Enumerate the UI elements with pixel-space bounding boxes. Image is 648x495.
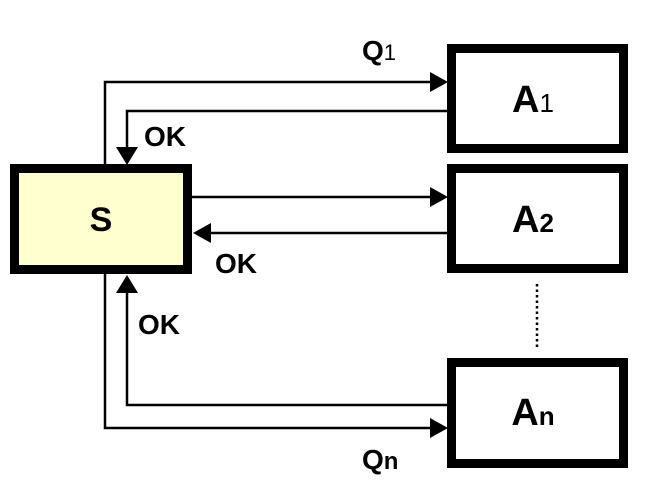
node-an: An <box>447 358 628 468</box>
edge-label-q1: Q1 <box>362 35 396 66</box>
node-a1-label: A1 <box>512 79 554 121</box>
node-a2: A2 <box>447 164 628 273</box>
edge-label-ok-a2: OK <box>215 248 257 279</box>
node-an-label: An <box>511 392 554 434</box>
arrowhead-to-s-bottom <box>116 275 138 293</box>
arrowhead-to-s-right <box>193 223 211 243</box>
arrowhead-to-a2 <box>430 187 448 207</box>
edge-label-ok-an: OK <box>138 309 180 340</box>
arrowhead-to-an <box>430 418 448 438</box>
edge-label-qn-subscript: n <box>384 448 399 475</box>
node-s: S <box>10 164 192 274</box>
edge-an-to-s <box>116 275 447 407</box>
arrowhead-to-s-top <box>116 147 138 165</box>
node-a2-subscript: 2 <box>539 208 553 238</box>
edge-a2-to-s <box>193 223 447 243</box>
node-a2-label: A2 <box>512 199 554 241</box>
node-s-label: S <box>90 201 113 239</box>
arrowhead-to-a1 <box>430 72 448 92</box>
edge-label-q1-subscript: 1 <box>384 40 396 65</box>
node-an-subscript: n <box>539 401 555 431</box>
edge-a1-to-s <box>116 109 447 165</box>
edge-label-qn: Qn <box>362 444 398 475</box>
edge-s-to-a2 <box>192 187 448 207</box>
node-a1: A1 <box>447 44 628 153</box>
node-a1-subscript: 1 <box>539 88 553 118</box>
edge-s-to-an <box>103 274 448 438</box>
edge-label-ok-a1: OK <box>144 121 186 152</box>
edge-s-to-a1 <box>103 72 448 164</box>
